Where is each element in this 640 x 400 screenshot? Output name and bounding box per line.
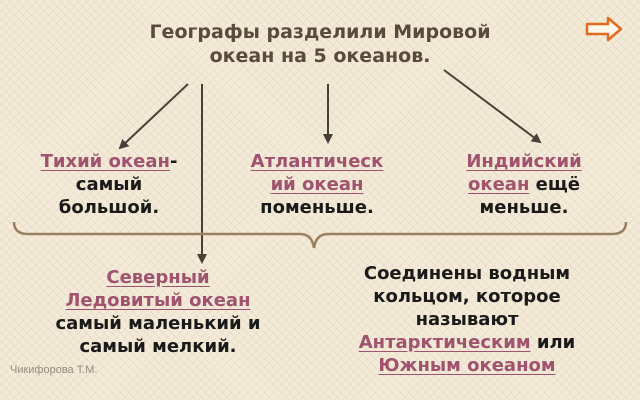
pacific-block: Тихий океан- самый большой. bbox=[4, 150, 214, 219]
indian-block: Индийский океан ещё меньше. bbox=[424, 150, 624, 219]
title-line-2: океан на 5 океанов. bbox=[209, 45, 431, 67]
southern-name-1: Антарктическим bbox=[358, 332, 531, 353]
indian-name-1: Индийский bbox=[466, 151, 582, 172]
southern-line-1: Соединены водным bbox=[363, 263, 571, 284]
arctic-block: Северный Ледовитый океан самый маленький… bbox=[8, 266, 308, 358]
arctic-name-1: Северный bbox=[106, 267, 210, 288]
atlantic-name-2: ий океан bbox=[270, 174, 364, 195]
arctic-line-4: самый мелкий. bbox=[79, 336, 237, 357]
arctic-line-3: самый маленький и bbox=[55, 313, 261, 334]
arrow-to-pacific bbox=[118, 83, 189, 150]
southern-line-3: называют bbox=[415, 309, 519, 330]
southern-block: Соединены водным кольцом, которое называ… bbox=[306, 262, 628, 377]
pacific-name: Тихий океан bbox=[40, 151, 170, 172]
southern-connector: или bbox=[530, 332, 576, 353]
curly-brace bbox=[12, 221, 628, 249]
title-line-1: Географы разделили Мировой bbox=[149, 21, 491, 43]
pacific-line-3: большой. bbox=[58, 197, 160, 218]
atlantic-name-1: Атлантическ bbox=[250, 151, 384, 172]
author-watermark: Чикифорова Т.М. bbox=[10, 364, 98, 376]
next-slide-button[interactable] bbox=[584, 16, 624, 42]
pacific-line-2: самый bbox=[75, 174, 143, 195]
atlantic-line-3: поменьше. bbox=[260, 197, 374, 218]
slide-title: Географы разделили Мировой океан на 5 ок… bbox=[80, 20, 560, 68]
atlantic-block: Атлантическ ий океан поменьше. bbox=[222, 150, 412, 219]
arctic-name-2: Ледовитый океан bbox=[65, 290, 251, 311]
indian-name-2: океан bbox=[468, 174, 530, 195]
southern-name-2: Южным океаном bbox=[378, 355, 556, 376]
indian-line-3: меньше. bbox=[479, 197, 569, 218]
arrow-to-indian bbox=[443, 69, 542, 144]
southern-line-2: кольцом, которое bbox=[373, 286, 561, 307]
pacific-dash: - bbox=[169, 151, 178, 172]
right-arrow-icon bbox=[585, 16, 623, 42]
indian-rest: ещё bbox=[529, 174, 580, 195]
